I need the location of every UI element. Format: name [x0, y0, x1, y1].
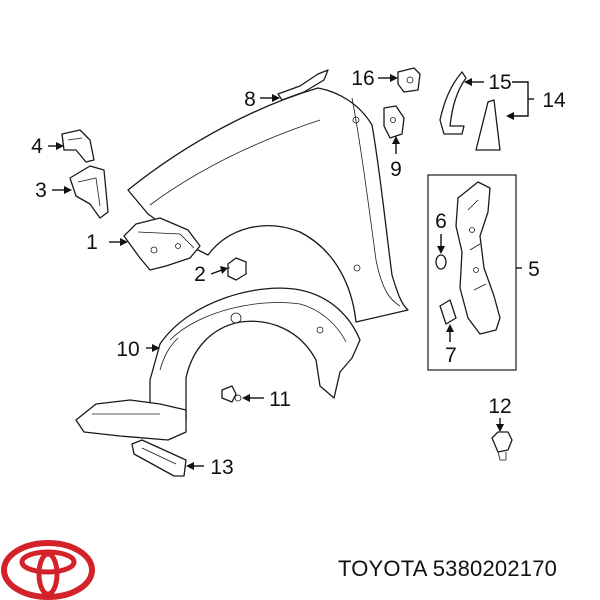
leader-lines — [48, 74, 534, 470]
seal-part-15 — [439, 71, 467, 135]
assembly-box — [427, 174, 517, 371]
strip-part-13 — [131, 439, 187, 477]
callout-3: 3 — [35, 179, 47, 202]
part-number: 5380202170 — [432, 556, 558, 581]
clip-part-12 — [491, 431, 513, 461]
callout-16: 16 — [351, 67, 374, 90]
callout-labels: 1 2 3 4 5 6 7 8 9 10 11 12 13 14 15 16 — [31, 67, 566, 479]
cover-part-14 — [475, 99, 501, 151]
callout-8: 8 — [244, 88, 256, 111]
splash-shield — [75, 399, 187, 441]
toyota-logo — [1, 540, 95, 600]
callout-4: 4 — [31, 135, 43, 158]
strip-part-8 — [277, 69, 329, 101]
callout-6: 6 — [435, 210, 447, 233]
callout-7: 7 — [445, 344, 457, 367]
washer-part-6 — [435, 254, 447, 270]
callout-12: 12 — [488, 395, 511, 418]
panel-part-5 — [455, 181, 501, 335]
clip-part-16 — [397, 67, 421, 93]
callout-14: 14 — [542, 89, 566, 112]
screw-part-11 — [221, 385, 242, 403]
bracket-part-9 — [383, 105, 405, 139]
callout-11: 11 — [269, 388, 291, 411]
bracket-part-3 — [69, 165, 109, 219]
fender-liner-part-10 — [149, 287, 361, 431]
brand-name: TOYOTA — [338, 556, 427, 581]
callout-13: 13 — [210, 456, 233, 479]
callout-1: 1 — [86, 231, 98, 254]
callout-2: 2 — [194, 263, 206, 286]
pad-part-7 — [439, 299, 457, 325]
callout-9: 9 — [390, 158, 402, 181]
bracket-part-4 — [61, 129, 95, 163]
bolt-part-2 — [224, 257, 247, 281]
callout-15: 15 — [488, 71, 511, 94]
footer-caption: TOYOTA 5380202170 — [338, 556, 557, 582]
callout-10: 10 — [116, 338, 139, 361]
callout-5: 5 — [528, 258, 540, 281]
bracket-part-1 — [123, 217, 201, 271]
fender — [127, 87, 409, 323]
